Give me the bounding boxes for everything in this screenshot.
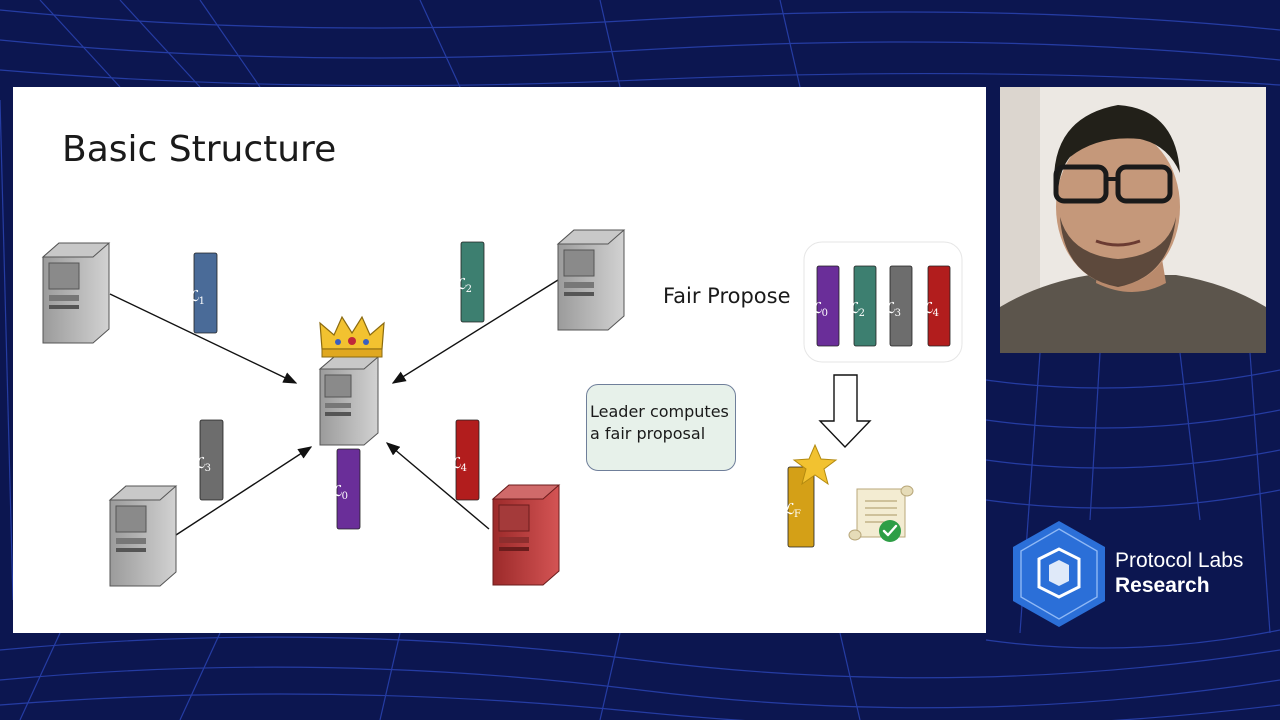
ledger-l4-letter: ℒ (450, 454, 462, 472)
final-ledger-sub: F (794, 509, 801, 520)
ledger-l3: ℒ3 (194, 419, 224, 501)
arrow-server1-to-leader (109, 293, 298, 384)
proposal-ledger-l0: ℒ0 (811, 265, 840, 347)
ledger-l1-letter: ℒ (188, 287, 200, 305)
proposal-ledger-l2: ℒ2 (848, 265, 877, 347)
leader-computes-note: Leader computes a fair proposal (586, 384, 736, 471)
final-ledger-letter: ℒ (783, 500, 795, 518)
consensus-diagram: ℒ1 ℒ2 ℒ3 ℒ4 ℒ0 ℒ0 ℒ2 ℒ3 (41, 229, 963, 587)
crown-icon (319, 315, 385, 358)
proposal-l3-letter: ℒ (884, 299, 896, 317)
ledger-l4-sub: 4 (461, 463, 467, 474)
arrow-server4-to-leader (385, 442, 490, 530)
svg-text:ℒ0: ℒ0 (811, 299, 828, 319)
server-icon-faulty (491, 484, 561, 586)
ledger-l1-sub: 1 (199, 296, 205, 307)
svg-text:ℒ2: ℒ2 (848, 299, 865, 319)
ledger-l0-sub: 0 (342, 491, 348, 502)
proposal-ledger-l3: ℒ3 (884, 265, 913, 347)
ledger-l3-letter: ℒ (194, 454, 206, 472)
brand-name: Protocol Labs (1115, 549, 1244, 572)
final-ledger-lf: ℒF (783, 466, 815, 548)
ledger-l2-letter: ℒ (455, 275, 467, 293)
arrow-server3-to-leader (175, 446, 313, 536)
svg-text:ℒ0: ℒ0 (331, 482, 348, 502)
svg-text:ℒF: ℒF (783, 500, 801, 520)
ledger-l0: ℒ0 (331, 448, 361, 530)
server-icon (556, 229, 626, 331)
check-icon (879, 520, 901, 542)
proposal-l4-sub: 4 (933, 308, 939, 319)
ledger-l0-letter: ℒ (331, 482, 343, 500)
proposal-l3-sub: 3 (895, 308, 901, 319)
slide: ℒ1 ℒ2 ℒ3 ℒ4 ℒ0 ℒ0 ℒ2 ℒ3 (13, 87, 986, 633)
proposal-l4-letter: ℒ (922, 299, 934, 317)
leader-server-icon (318, 356, 380, 446)
ledger-l2-sub: 2 (466, 284, 472, 295)
star-icon (792, 443, 838, 486)
brand-subtitle: Research (1115, 574, 1210, 597)
proposal-l2-sub: 2 (859, 308, 865, 319)
svg-text:ℒ1: ℒ1 (188, 287, 205, 307)
fair-propose-box (803, 241, 963, 363)
server-icon (108, 485, 178, 587)
proposal-l2-letter: ℒ (848, 299, 860, 317)
svg-text:ℒ4: ℒ4 (450, 454, 467, 474)
svg-text:ℒ4: ℒ4 (922, 299, 939, 319)
ledger-l2: ℒ2 (455, 241, 485, 323)
proposal-l0-letter: ℒ (811, 299, 823, 317)
leader-note-line2: a fair proposal (590, 424, 706, 443)
down-arrow-icon (818, 374, 872, 449)
fair-propose-label: Fair Propose (663, 284, 791, 308)
server-icon (41, 242, 111, 344)
svg-text:ℒ3: ℒ3 (194, 454, 211, 474)
protocol-labs-logo (1013, 521, 1105, 627)
proposal-l0-sub: 0 (822, 308, 828, 319)
svg-text:ℒ3: ℒ3 (884, 299, 901, 319)
arrow-server2-to-leader (391, 279, 559, 384)
speaker-webcam (1000, 87, 1266, 353)
svg-text:ℒ2: ℒ2 (455, 275, 472, 295)
speaker-video (1000, 87, 1266, 353)
proposal-ledger-l4: ℒ4 (922, 265, 951, 347)
ledger-l1: ℒ1 (188, 252, 218, 334)
ledger-l4: ℒ4 (450, 419, 480, 501)
slide-title: Basic Structure (62, 129, 337, 170)
ledger-l3-sub: 3 (205, 463, 211, 474)
leader-note-line1: Leader computes (590, 402, 729, 421)
